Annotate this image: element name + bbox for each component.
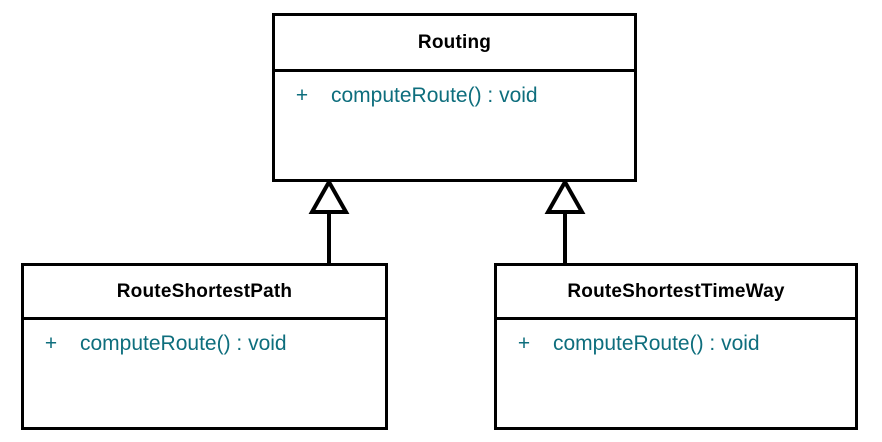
uml-class-route-shortest-path[interactable]: RouteShortestPath + computeRoute() : voi… — [21, 263, 388, 430]
uml-member-visibility: + — [295, 84, 309, 107]
uml-class-route-shortest-time-way-members: + computeRoute() : void — [497, 320, 855, 359]
uml-class-route-shortest-time-way-name: RouteShortestTimeWay — [497, 266, 855, 320]
generalization-left-arrowhead-icon — [308, 177, 350, 214]
uml-class-routing-members: + computeRoute() : void — [275, 72, 634, 111]
uml-class-routing-name: Routing — [275, 16, 634, 72]
uml-member-visibility: + — [517, 332, 531, 355]
uml-member-visibility: + — [44, 332, 58, 355]
uml-class-routing[interactable]: Routing + computeRoute() : void — [272, 13, 637, 182]
uml-member-signature: computeRoute() : void — [80, 332, 287, 355]
uml-member-signature: computeRoute() : void — [553, 332, 760, 355]
uml-class-route-shortest-path-name: RouteShortestPath — [24, 266, 385, 320]
uml-class-route-shortest-path-members: + computeRoute() : void — [24, 320, 385, 359]
generalization-right — [544, 177, 586, 264]
uml-member-row: + computeRoute() : void — [497, 329, 855, 359]
generalization-left — [308, 177, 350, 264]
uml-member-row: + computeRoute() : void — [24, 329, 385, 359]
uml-class-route-shortest-time-way[interactable]: RouteShortestTimeWay + computeRoute() : … — [494, 263, 858, 430]
generalization-right-arrowhead-icon — [544, 177, 586, 214]
uml-member-row: + computeRoute() : void — [275, 81, 634, 111]
uml-member-signature: computeRoute() : void — [331, 84, 538, 107]
